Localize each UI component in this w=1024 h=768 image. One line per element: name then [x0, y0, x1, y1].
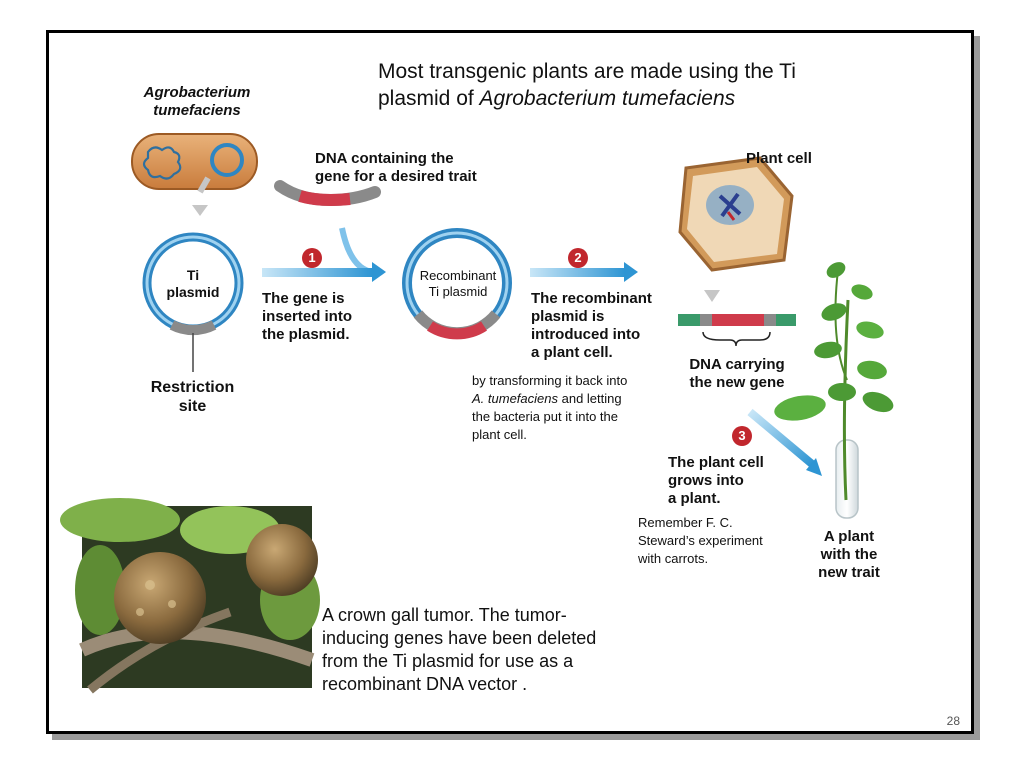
plant-label: A plant with the new trait: [806, 528, 892, 582]
step1-arrow: [262, 227, 386, 282]
plant-cell-illustration: [678, 156, 794, 272]
step3-text-line3: a plant.: [668, 490, 721, 507]
recombinant-plasmid-label: Recombinant Ti plasmid: [410, 268, 506, 300]
step2-text-line4: a plant cell.: [531, 344, 613, 361]
plant-cell-label: Plant cell: [746, 150, 812, 167]
step3-note: Remember F. C. Steward’s experiment with…: [638, 514, 763, 568]
step3-note-line1: Remember F. C.: [638, 515, 733, 530]
photo-caption: A crown gall tumor. The tumor- inducing …: [322, 604, 596, 696]
plant-label-line2: with the: [820, 546, 878, 563]
step2-text: The recombinant plasmid is introduced in…: [531, 290, 652, 362]
step2-arrow: [530, 262, 638, 282]
step1-text: The gene is inserted into the plasmid.: [262, 290, 352, 344]
page-number: 28: [946, 714, 960, 728]
step2-note-plain: and letting: [558, 391, 622, 406]
recombinant-plasmid-ring: [402, 228, 512, 340]
plant-label-line1: A plant: [823, 528, 875, 545]
title-line-2: plasmid of Agrobacterium tumefaciens: [378, 85, 878, 112]
recombinant-label-line1: Recombinant: [419, 268, 497, 283]
step3-arrow: [747, 408, 822, 476]
title-line-1: Most transgenic plants are made using th…: [378, 60, 796, 83]
step3-text: The plant cell grows into a plant.: [668, 454, 764, 508]
photo-caption-line1: A crown gall tumor. The tumor-: [322, 605, 567, 625]
photo-caption-line3: from the Ti plasmid for use as a: [322, 651, 574, 671]
restriction-label-line1: Restriction: [150, 379, 235, 396]
photo-caption-line2: inducing genes have been deleted: [322, 628, 597, 648]
ti-plasmid-label-line2: plasmid: [166, 284, 220, 300]
step1-text-line2: inserted into: [262, 308, 353, 325]
dna-gene-label-line2: gene for a desired trait: [315, 168, 477, 185]
step2-text-line2: plasmid is: [531, 308, 605, 325]
dna-carrying-label: DNA carrying the new gene: [672, 356, 802, 392]
title-plain-text: plasmid of: [378, 87, 480, 110]
step3-badge: 3: [732, 426, 752, 446]
ti-plasmid-label: Ti plasmid: [158, 267, 228, 301]
step2-text-line1: The recombinant: [531, 290, 652, 307]
step2-text-line3: introduced into: [531, 326, 641, 343]
down-arrow-icon: [192, 190, 208, 216]
step1-badge: 1: [302, 248, 322, 268]
dna-carrying-line1: DNA carrying: [689, 356, 785, 373]
step3-text-line1: The plant cell: [668, 454, 764, 471]
step2-badge: 2: [568, 248, 588, 268]
step1-text-line1: The gene is: [262, 290, 345, 307]
dna-gene-label: DNA containing the gene for a desired tr…: [315, 150, 477, 186]
restriction-site-label: Restriction site: [140, 378, 245, 416]
recombinant-label-line2: Ti plasmid: [428, 284, 488, 299]
step1-text-line3: the plasmid.: [262, 326, 350, 343]
step2-note-line2: A. tumefaciens and letting: [472, 390, 627, 408]
plant-label-line3: new trait: [818, 564, 880, 581]
step2-note-line1: by transforming it back into: [472, 373, 628, 388]
agrobacterium-label-line1: Agrobacterium: [143, 84, 251, 101]
dna-gene-label-line1: DNA containing the: [315, 150, 454, 167]
step2-note-line3: the bacteria put it into the: [472, 409, 618, 424]
photo-caption-line4: recombinant DNA vector .: [322, 674, 528, 694]
step2-note-line4: plant cell.: [472, 427, 527, 442]
step2-note: by transforming it back into A. tumefaci…: [472, 372, 627, 444]
inserted-dna-illustration: [678, 314, 796, 347]
ti-plasmid-ring: [142, 232, 244, 336]
step3-text-line2: grows into: [668, 472, 744, 489]
connector-line: [197, 176, 211, 194]
crown-gall-photo: [60, 498, 320, 694]
dna-carrying-line2: the new gene: [689, 374, 785, 391]
agrobacterium-label: Agrobacterium tumefaciens: [132, 84, 262, 120]
restriction-label-line2: site: [178, 398, 207, 415]
agrobacterium-illustration: [131, 133, 258, 190]
plant-illustration: [774, 262, 894, 519]
ti-plasmid-label-line1: Ti: [186, 267, 200, 283]
step3-note-line2: Steward’s experiment: [638, 533, 763, 548]
step3-note-line3: with carrots.: [638, 551, 709, 566]
slide-title: Most transgenic plants are made using th…: [378, 58, 878, 112]
down-arrow-icon: [704, 258, 720, 302]
dna-segment-illustration: [274, 180, 381, 207]
agrobacterium-label-line2: tumefaciens: [153, 102, 241, 119]
step2-note-italic: A. tumefaciens: [472, 391, 558, 406]
title-italic-text: Agrobacterium tumefaciens: [479, 87, 736, 110]
